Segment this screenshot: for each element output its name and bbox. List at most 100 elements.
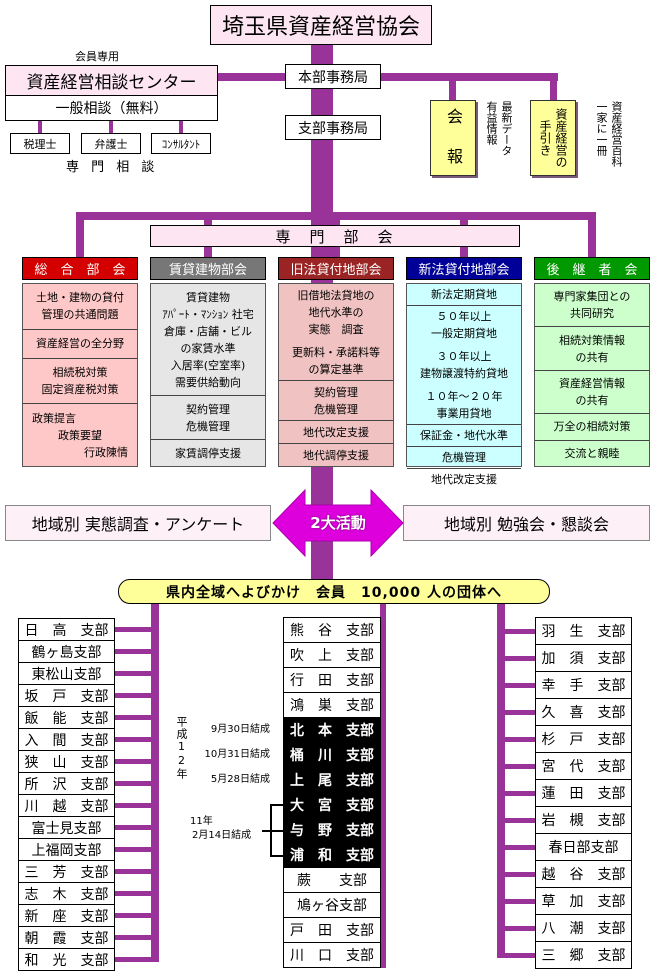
committee-section: 契約管理危機管理 (279, 380, 393, 420)
bulletin-drop-line (449, 73, 456, 101)
activity-study-meeting: 地域別 勉強会・懇談会 (403, 505, 650, 541)
branch-box: 和 光 支部 (18, 948, 115, 971)
section-line: 旧借地法貸地の (297, 288, 375, 302)
section-line: 入居率(空室率) (170, 358, 246, 372)
section-line: の共有 (575, 394, 609, 408)
two-activities-label: 2大活動 (310, 514, 366, 532)
branch-box: 羽 生 支部 (535, 617, 632, 645)
branch-connector-line (115, 715, 153, 720)
section-line: 政策提言 (32, 411, 76, 425)
branch-box: 坂 戸 支部 (18, 684, 115, 707)
branch-box: 行 田 支部 (283, 667, 381, 693)
section-paragraph: 保証金・地代水準 (410, 427, 518, 444)
section-line: 固定資産税対策 (41, 382, 119, 396)
committee-section: 資産経営の全分野 (23, 328, 137, 358)
bulletin-box: 会 報 (430, 100, 476, 176)
committees-label: 専 門 部 会 (150, 225, 520, 247)
committee-drop-line (588, 212, 596, 258)
section-line: 賃貸建物 (186, 290, 230, 304)
section-line: 危機管理 (186, 419, 230, 433)
committee-section: 賃貸建物ｱﾊﾟｰﾄ・ﾏﾝｼｮﾝ 社宅倉庫・店舗・ビルの家賃水準入居率(空室率)需… (151, 284, 265, 395)
branch-connector-line (502, 710, 536, 715)
section-line: ｱﾊﾟｰﾄ・ﾏﾝｼｮﾝ 社宅 (162, 307, 254, 321)
section-paragraph: 旧借地法貸地の地代水準の実態 調査 (282, 287, 390, 338)
branch-box: 所 沢 支部 (18, 772, 115, 795)
committee-section: 旧借地法貸地の地代水準の実態 調査更新料・承諾料等の算定基準 (279, 284, 393, 380)
committee-section: 資産経営情報の共有 (535, 369, 649, 413)
section-line: 万全の相続対策 (553, 420, 631, 434)
branch-connector-line (115, 891, 153, 896)
section-line: 資産経営情報 (559, 377, 625, 391)
committee-body: 土地・建物の貸付管理の共通問題資産経営の全分野相続税対策固定資産税対策政策提言政… (22, 283, 138, 467)
bulletin-title: 会 報 (444, 108, 463, 168)
section-paragraph: 資産経営の全分野 (26, 335, 134, 352)
guide-note: 資産経営百科 一家に一冊 (594, 101, 624, 167)
branch-box: 富士見支部 (18, 816, 115, 839)
branch-box: 加 須 支部 (535, 644, 632, 672)
branch-box: 熊 谷 支部 (283, 617, 381, 643)
branch-box: 東松山支部 (18, 662, 115, 685)
branch-box: 浦 和 支部 (283, 842, 381, 868)
branch-box: 日 高 支部 (18, 618, 115, 641)
section-paragraph: 家賃調停支援 (154, 445, 262, 462)
section-line: １０年～２０年 (425, 390, 503, 403)
branch-connector-line (115, 935, 153, 940)
section-line: 危機管理 (442, 451, 486, 464)
committees-row: 総 合 部 会土地・建物の貸付管理の共通問題資産経営の全分野相続税対策固定資産税… (22, 257, 650, 486)
branch-center-trunk (380, 600, 386, 968)
branch-connector-line (502, 656, 536, 661)
section-line: ５０年以上 (436, 310, 492, 323)
committee-header: 賃貸建物部会 (150, 257, 266, 280)
branch-box: 鴻 巣 支部 (283, 692, 381, 718)
committee-section: 地代改定支援 (279, 420, 393, 443)
branch-box: 桶 川 支部 (283, 742, 381, 768)
committee-header: 旧法貸付地部会 (278, 257, 394, 280)
committee-section: 専門家集団との共同研究 (535, 284, 649, 326)
branch-connector-line (502, 926, 536, 931)
branch-box: 鶴ヶ島支部 (18, 640, 115, 663)
branch-connector-line (115, 957, 153, 962)
branch-box: 朝 霞 支部 (18, 926, 115, 949)
consultation-center: 資産経営相談センター (5, 65, 218, 96)
committee-section: 土地・建物の貸付管理の共通問題 (23, 284, 137, 329)
section-line: 地代水準の (308, 305, 364, 319)
branch-box: 戸 田 支部 (283, 917, 381, 943)
section-line: 相続税対策 (52, 365, 108, 379)
section-paragraph: 賃貸建物ｱﾊﾟｰﾄ・ﾏﾝｼｮﾝ 社宅倉庫・店舗・ビルの家賃水準入居率(空室率)需… (154, 289, 262, 391)
committee-3: 旧法貸付地部会旧借地法貸地の地代水準の実態 調査更新料・承諾料等の算定基準契約管… (278, 257, 394, 467)
formation-date-2: 2月14日結成 (192, 830, 252, 841)
section-paragraph: １０年～２０年事業用貸地 (410, 388, 518, 422)
expert-tax-accountant: 税理士 (10, 133, 70, 154)
section-paragraph: 交流と親睦 (538, 445, 646, 462)
section-line: 事業用貸地 (436, 407, 492, 420)
committee-section: 政策提言政策要望行政陳情 (23, 403, 137, 466)
committee-section: 地代調停支援 (279, 443, 393, 466)
section-line: の共有 (575, 350, 609, 364)
branch-box: 鳩ヶ谷支部 (283, 892, 381, 918)
section-paragraph: 資産経営情報の共有 (538, 375, 646, 409)
branch-box: 狭 山 支部 (18, 750, 115, 773)
bracket-line (270, 855, 283, 857)
committee-section: 万全の相続対策 (535, 413, 649, 439)
section-line: 管理の共通問題 (41, 308, 119, 322)
section-line: 契約管理 (186, 402, 230, 416)
branch-right-trunk (497, 600, 505, 958)
expert-consultation-label: 専 門 相 談 (66, 160, 159, 175)
section-line: 需要供給動向 (175, 375, 241, 389)
committee-2: 賃貸建物部会賃貸建物ｱﾊﾟｰﾄ・ﾏﾝｼｮﾝ 社宅倉庫・店舗・ビルの家賃水準入居率… (150, 257, 266, 467)
branch-connector-line (115, 869, 153, 874)
branch-box: 八 潮 支部 (535, 914, 632, 942)
branch-box: 川 口 支部 (283, 942, 381, 968)
section-paragraph: ３０年以上建物譲渡特約貸地 (410, 348, 518, 382)
branch-connector-line (502, 629, 536, 634)
committee-header: 後 継 者 会 (534, 257, 650, 280)
branch-connector-line (502, 818, 536, 823)
committee-section: 交流と親睦 (535, 439, 649, 466)
section-line: 新法定期貸地 (431, 288, 497, 301)
branch-box: 越 谷 支部 (535, 860, 632, 888)
branch-connector-line (502, 899, 536, 904)
branch-connector-line (115, 803, 153, 808)
section-line: 地代改定支援 (431, 473, 497, 486)
